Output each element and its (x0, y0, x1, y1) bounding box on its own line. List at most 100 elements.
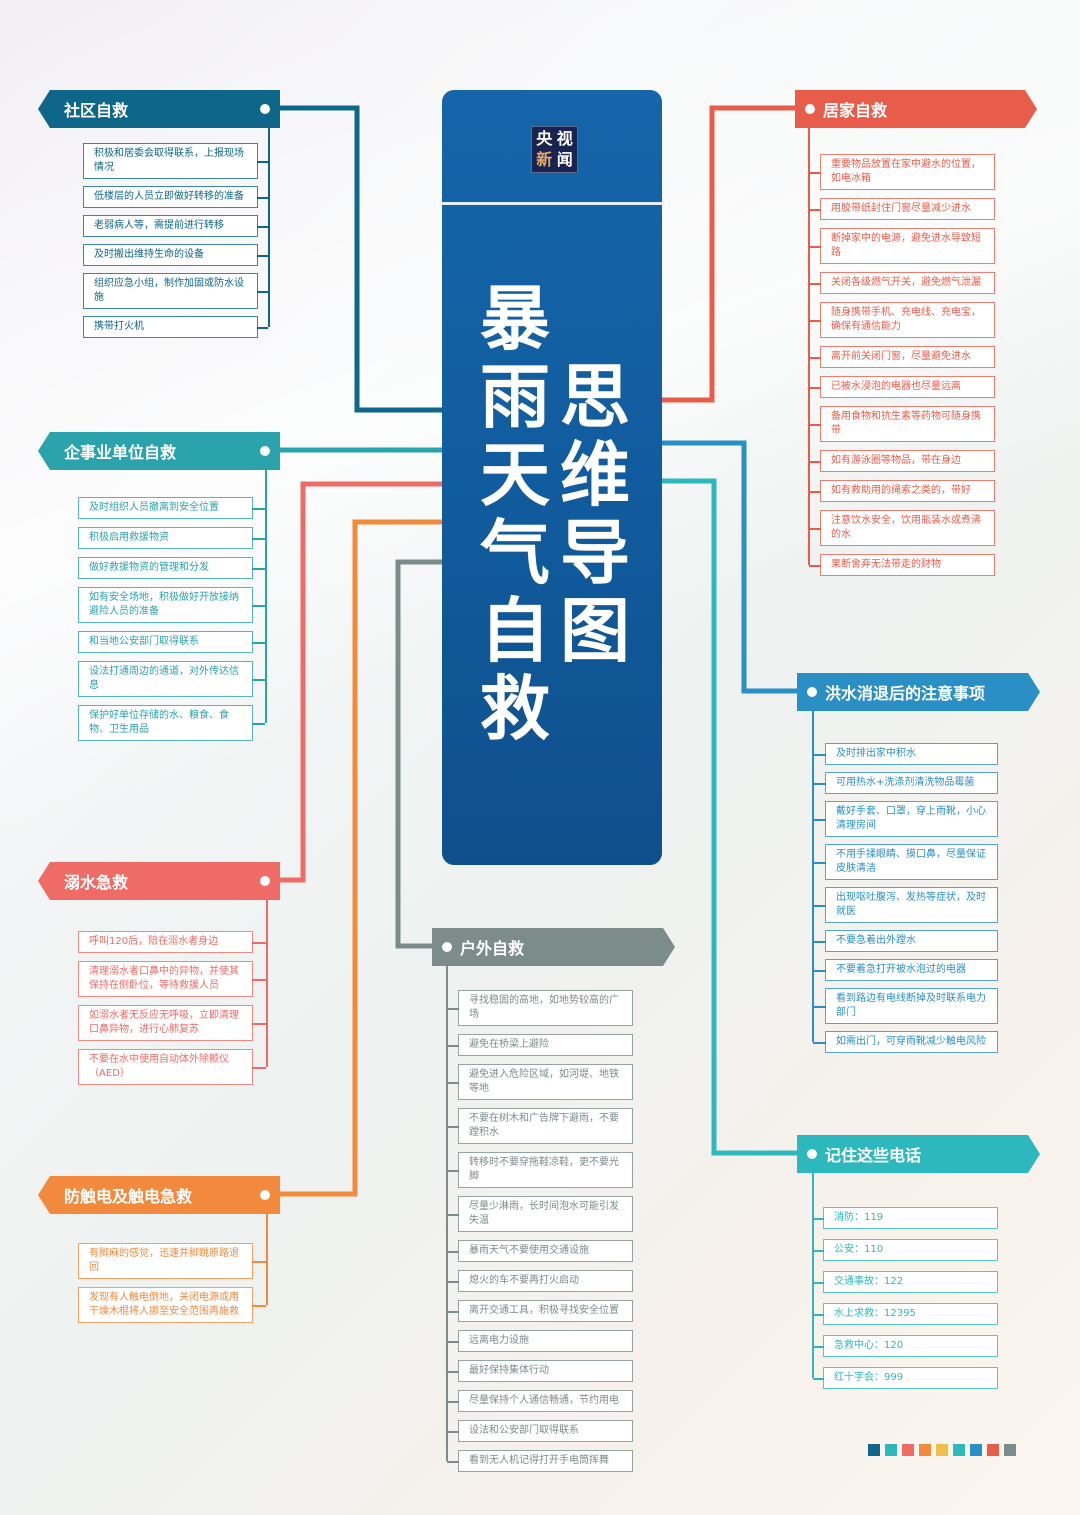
item-text: 组织应急小组，制作加固或防水设施 (94, 278, 244, 303)
section-items-electric: 有脚麻的感觉，迅速并脚跳原路退回发现有人触电倒地，关闭电源或用干燥木棍将人挪至安… (78, 1243, 266, 1323)
section-header-drowning: 溺水急救 (38, 862, 280, 900)
item-connector-tick (813, 754, 826, 756)
list-item: 及时搬出维持生命的设备 (83, 244, 268, 266)
color-swatch (919, 1444, 931, 1456)
section-header-after-flood: 洪水消退后的注意事项 (797, 673, 1040, 711)
item-connector-tick (813, 1250, 824, 1252)
item-text: 看到无人机记得打开手电筒挥舞 (469, 1455, 609, 1466)
item-text: 低楼层的人员立即做好转移的准备 (94, 191, 244, 202)
list-item: 用胶带纸封住门窗尽量减少进水 (809, 198, 995, 220)
item-text: 尽量少淋雨，长时间泡水可能引发失温 (469, 1201, 619, 1226)
list-item: 水上求救：12395 (813, 1303, 998, 1325)
item-text: 随身携带手机、充电线、充电宝，确保有通信能力 (831, 307, 981, 332)
list-item: 不要急着出外蹚水 (813, 930, 998, 952)
section-header-electric: 防触电及触电急救 (38, 1176, 280, 1214)
item-connector-tick (813, 1314, 824, 1316)
item-text: 不要急着出外蹚水 (836, 935, 916, 946)
item-text: 注意饮水安全，饮用瓶装水或煮沸的水 (831, 515, 981, 540)
color-swatch (953, 1444, 965, 1456)
list-item: 设法打通周边的通道，对外传达信息 (78, 661, 265, 697)
item-connector-tick (813, 1218, 824, 1220)
item-connector-tick (252, 568, 265, 570)
list-item: 及时排出家中积水 (813, 743, 998, 765)
item-text: 红十字会：999 (834, 1372, 904, 1383)
section-header-outdoor: 户外自救 (432, 928, 675, 966)
connector-outdoor (395, 559, 442, 949)
item-connector-tick (813, 1042, 826, 1044)
list-item: 最好保持集体行动 (447, 1360, 633, 1382)
item-text: 熄火的车不要再打火启动 (469, 1275, 579, 1286)
list-item: 可用热水+洗涤剂清洗物品霉菌 (813, 772, 998, 794)
item-text: 果断舍弃无法带走的财物 (831, 559, 941, 570)
bullet-dot-icon (260, 876, 270, 886)
color-swatches (868, 1444, 1016, 1456)
section-vertical-line (812, 1173, 814, 1378)
item-connector-tick (252, 1305, 266, 1307)
item-text: 转移时不要穿拖鞋凉鞋，更不要光脚 (469, 1157, 619, 1182)
section-title: 防触电及触电急救 (64, 1187, 193, 1206)
color-swatch (868, 1444, 880, 1456)
list-item: 积极启用救援物资 (78, 527, 265, 549)
item-text: 如有安全场地，积极做好开放接纳避险人员的准备 (89, 592, 239, 617)
item-text: 公安：110 (834, 1244, 884, 1255)
title-char: 图 (560, 590, 630, 672)
item-connector-tick (252, 538, 265, 540)
section-vertical-line (268, 128, 270, 327)
item-text: 看到路边有电线断掉及时联系电力部门 (836, 993, 986, 1018)
section-vertical-line (265, 470, 267, 723)
item-connector-tick (447, 1214, 459, 1216)
item-text: 用胶带纸封住门窗尽量减少进水 (831, 203, 971, 214)
item-text: 避免进入危险区域，如河堤、地铁等地 (469, 1069, 619, 1094)
item-connector-tick (257, 161, 268, 163)
title-char: 维 (560, 434, 630, 516)
item-connector-tick (809, 209, 821, 211)
list-item: 离开交通工具，积极寻找安全位置 (447, 1300, 633, 1322)
item-connector-tick (809, 461, 821, 463)
bullet-dot-icon (442, 942, 452, 952)
item-text: 不要在树木和广告牌下避雨，不要蹚积水 (469, 1113, 619, 1138)
item-text: 水上求救：12395 (834, 1308, 916, 1319)
item-text: 如有救助用的绳索之类的，带好 (831, 485, 971, 496)
list-item: 发现有人触电倒地，关闭电源或用干燥木棍将人挪至安全范围再施救 (78, 1287, 266, 1323)
item-text: 最好保持集体行动 (469, 1365, 549, 1376)
list-item: 关闭各级燃气开关，避免燃气泄漏 (809, 272, 995, 294)
main-title-col2: 思 维 导 图 (560, 358, 630, 670)
item-text: 设法打通周边的通道，对外传达信息 (89, 666, 239, 691)
cctv-news-logo: 央 视 新 闻 (531, 126, 578, 173)
item-connector-tick (257, 197, 268, 199)
item-connector-tick (813, 970, 826, 972)
section-header-home: 居家自救 (795, 90, 1037, 128)
list-item: 积极和居委会取得联系，上报现场情况 (83, 143, 268, 179)
list-item: 寻找稳固的高地，如地势较高的广场 (447, 990, 633, 1026)
list-item: 转移时不要穿拖鞋凉鞋，更不要光脚 (447, 1152, 633, 1188)
item-connector-tick (252, 605, 265, 607)
item-connector-tick (809, 491, 821, 493)
item-text: 远离电力设施 (469, 1335, 529, 1346)
item-text: 已被水浸泡的电器也尽量远离 (831, 381, 961, 392)
item-text: 及时排出家中积水 (836, 748, 916, 759)
item-connector-tick (813, 1378, 824, 1380)
item-text: 重要物品放置在家中避水的位置，如电冰箱 (831, 159, 981, 184)
section-items-after-flood: 及时排出家中积水可用热水+洗涤剂清洗物品霉菌戴好手套、口罩，穿上雨靴，小心清理房… (813, 743, 998, 1053)
list-item: 远离电力设施 (447, 1330, 633, 1352)
item-connector-tick (813, 1346, 824, 1348)
bullet-dot-icon (807, 687, 817, 697)
item-connector-tick (447, 1251, 459, 1253)
item-text: 消防：119 (834, 1212, 884, 1223)
section-title: 居家自救 (823, 101, 888, 120)
list-item: 断掉家中的电源，避免进水导致短路 (809, 228, 995, 264)
list-item: 和当地公安部门取得联系 (78, 631, 265, 653)
connector-phones (662, 478, 797, 1156)
item-connector-tick (813, 1282, 824, 1284)
item-text: 携带打火机 (94, 321, 144, 332)
item-text: 寻找稳固的高地，如地势较高的广场 (469, 995, 619, 1020)
title-char: 天 (480, 434, 550, 516)
section-title: 记住这些电话 (825, 1146, 922, 1165)
list-item: 如有游泳圈等物品，带在身边 (809, 450, 995, 472)
item-connector-tick (447, 1431, 459, 1433)
section-items-enterprise: 及时组织人员撤离到安全位置积极启用救援物资做好救援物资的管理和分发如有安全场地，… (78, 497, 265, 741)
bullet-dot-icon (260, 104, 270, 114)
list-item: 急救中心：120 (813, 1335, 998, 1357)
item-text: 老弱病人等，需提前进行转移 (94, 220, 224, 231)
